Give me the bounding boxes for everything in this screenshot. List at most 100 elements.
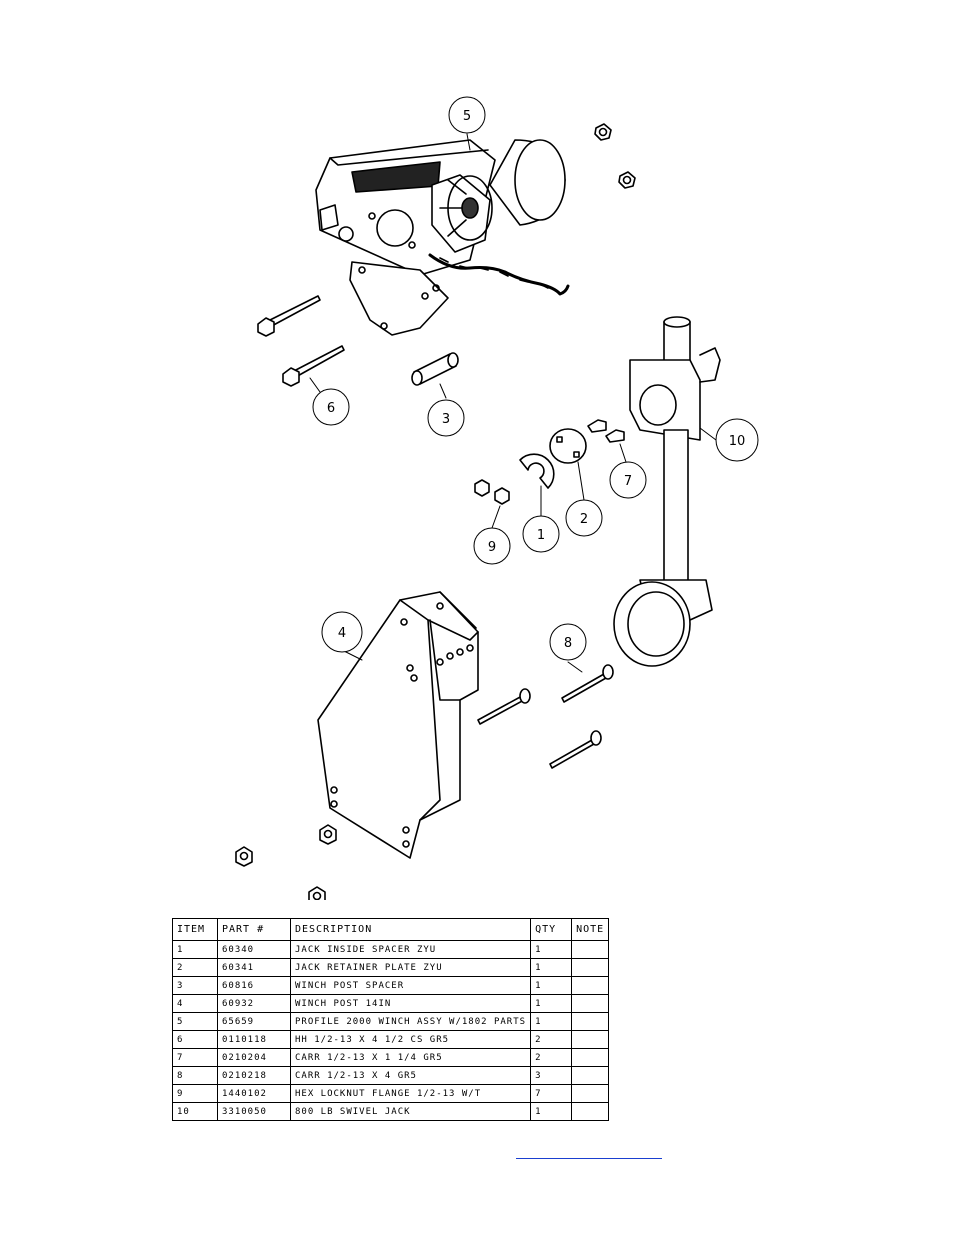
- cell-note: [571, 1084, 610, 1103]
- cell-note: [571, 1030, 610, 1049]
- cell-description: WINCH POST SPACER: [289, 976, 532, 995]
- svg-text:4: 4: [338, 626, 346, 641]
- cell-part: 1440102: [217, 1084, 291, 1103]
- svg-text:2: 2: [580, 512, 588, 527]
- winch-assembly: [315, 139, 570, 336]
- callout-7: 7: [609, 461, 647, 499]
- jack-spacer-icon: [519, 453, 555, 489]
- cell-part: 60341: [217, 958, 291, 977]
- header-qty: QTY: [530, 918, 573, 941]
- svg-text:9: 9: [488, 540, 496, 555]
- cell-note: [571, 994, 610, 1013]
- cell-item: 10: [172, 1102, 218, 1121]
- cell-description: HH 1/2-13 X 4 1/2 CS GR5: [289, 1030, 532, 1049]
- cell-note: [571, 1066, 610, 1085]
- cell-part: 0110118: [217, 1030, 291, 1049]
- cell-description: 800 LB SWIVEL JACK: [289, 1102, 532, 1121]
- cell-part: 60340: [217, 940, 291, 959]
- cell-qty: 3: [530, 1066, 573, 1085]
- header-note: NOTE: [571, 918, 610, 941]
- callout-10: 10: [715, 418, 759, 462]
- spacer-tube-icon: [411, 352, 459, 386]
- carriage-bolt-icon: [587, 419, 625, 443]
- cell-description: HEX LOCKNUT FLANGE 1/2-13 W/T: [289, 1084, 532, 1103]
- cell-part: 0210204: [217, 1048, 291, 1067]
- cell-item: 1: [172, 940, 218, 959]
- svg-text:7: 7: [624, 474, 632, 489]
- svg-text:3: 3: [442, 412, 450, 427]
- cell-qty: 7: [530, 1084, 573, 1103]
- cell-part: 0210218: [217, 1066, 291, 1085]
- cell-qty: 1: [530, 994, 573, 1013]
- swivel-jack-icon: [613, 316, 721, 667]
- svg-text:8: 8: [564, 636, 572, 651]
- cell-description: CARR 1/2-13 X 1 1/4 GR5: [289, 1048, 532, 1067]
- hex-bolt-icon: [257, 295, 345, 387]
- cell-note: [571, 976, 610, 995]
- cell-qty: 2: [530, 1048, 573, 1067]
- retainer-plate-icon: [549, 428, 587, 464]
- cell-item: 3: [172, 976, 218, 995]
- exploded-parts-diagram: 5 6 3 10 7 2 1 9 4 8: [235, 96, 759, 900]
- header-description: DESCRIPTION: [289, 918, 532, 941]
- cell-description: PROFILE 2000 WINCH ASSY W/1802 PARTS: [289, 1012, 532, 1031]
- svg-text:5: 5: [463, 109, 471, 124]
- cell-part: 3310050: [217, 1102, 291, 1121]
- cell-part: 60932: [217, 994, 291, 1013]
- cell-note: [571, 1012, 610, 1031]
- header-item: ITEM: [172, 918, 218, 941]
- cell-description: JACK INSIDE SPACER ZYU: [289, 940, 532, 959]
- cell-item: 2: [172, 958, 218, 977]
- header-part: PART #: [217, 918, 291, 941]
- cell-item: 9: [172, 1084, 218, 1103]
- winch-post-icon: [317, 591, 479, 859]
- callout-2: 2: [565, 499, 603, 537]
- cell-qty: 1: [530, 958, 573, 977]
- long-carriage-bolt-icon: [477, 664, 614, 769]
- callout-1: 1: [522, 515, 560, 553]
- callout-3: 3: [427, 399, 465, 437]
- table-header-row: ITEM PART # DESCRIPTION QTY NOTE: [172, 918, 610, 941]
- cell-qty: 1: [530, 976, 573, 995]
- svg-text:6: 6: [327, 401, 335, 416]
- callout-5: 5: [448, 96, 486, 134]
- cell-part: 65659: [217, 1012, 291, 1031]
- cell-description: WINCH POST 14IN: [289, 994, 532, 1013]
- cell-item: 6: [172, 1030, 218, 1049]
- svg-text:1: 1: [537, 528, 545, 543]
- callout-8: 8: [549, 623, 587, 661]
- flange-nut-icon: [235, 824, 337, 900]
- cell-qty: 1: [530, 1012, 573, 1031]
- hex-nut-icon: [594, 123, 636, 189]
- cell-note: [571, 940, 610, 959]
- cell-item: 8: [172, 1066, 218, 1085]
- cell-item: 5: [172, 1012, 218, 1031]
- cell-qty: 2: [530, 1030, 573, 1049]
- leader-lines: [309, 133, 717, 673]
- cell-part: 60816: [217, 976, 291, 995]
- cell-note: [571, 958, 610, 977]
- underline-link[interactable]: [516, 1158, 662, 1159]
- callout-4: 4: [321, 611, 363, 653]
- cell-qty: 1: [530, 1102, 573, 1121]
- cell-item: 7: [172, 1048, 218, 1067]
- cell-qty: 1: [530, 940, 573, 959]
- cell-description: CARR 1/2-13 X 4 GR5: [289, 1066, 532, 1085]
- callout-6: 6: [312, 388, 350, 426]
- svg-text:10: 10: [729, 434, 746, 449]
- cell-item: 4: [172, 994, 218, 1013]
- cell-note: [571, 1048, 610, 1067]
- cell-note: [571, 1102, 610, 1121]
